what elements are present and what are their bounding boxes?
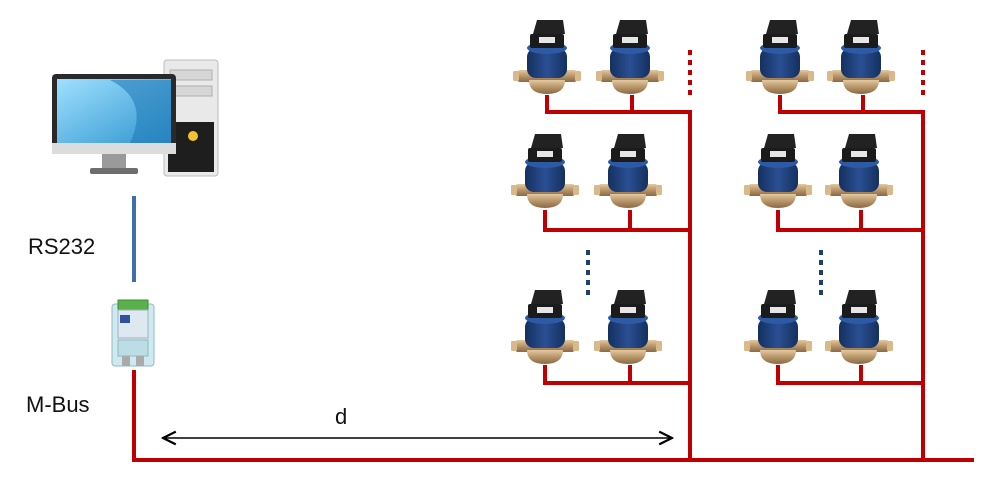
bus-wiring: [132, 50, 974, 462]
mbus-level-converter-icon: [111, 299, 155, 367]
water-meter-icon: [594, 290, 662, 364]
rs232-label: RS232: [28, 234, 95, 259]
water-meter-icon: [744, 290, 812, 364]
distance-label: d: [335, 404, 347, 429]
water-meter-icon: [744, 134, 812, 208]
water-meter-icon: [596, 20, 664, 94]
mbus-label: M-Bus: [26, 392, 90, 417]
water-meter-icon: [746, 20, 814, 94]
water-meter-icon: [511, 290, 579, 364]
water-meter-icon: [594, 134, 662, 208]
water-meter-icon: [827, 20, 895, 94]
water-meter-icon: [825, 134, 893, 208]
water-meter-icon: [825, 290, 893, 364]
water-meters: [511, 20, 895, 364]
water-meter-icon: [511, 134, 579, 208]
desktop-computer-icon: [52, 59, 219, 177]
water-meter-icon: [513, 20, 581, 94]
